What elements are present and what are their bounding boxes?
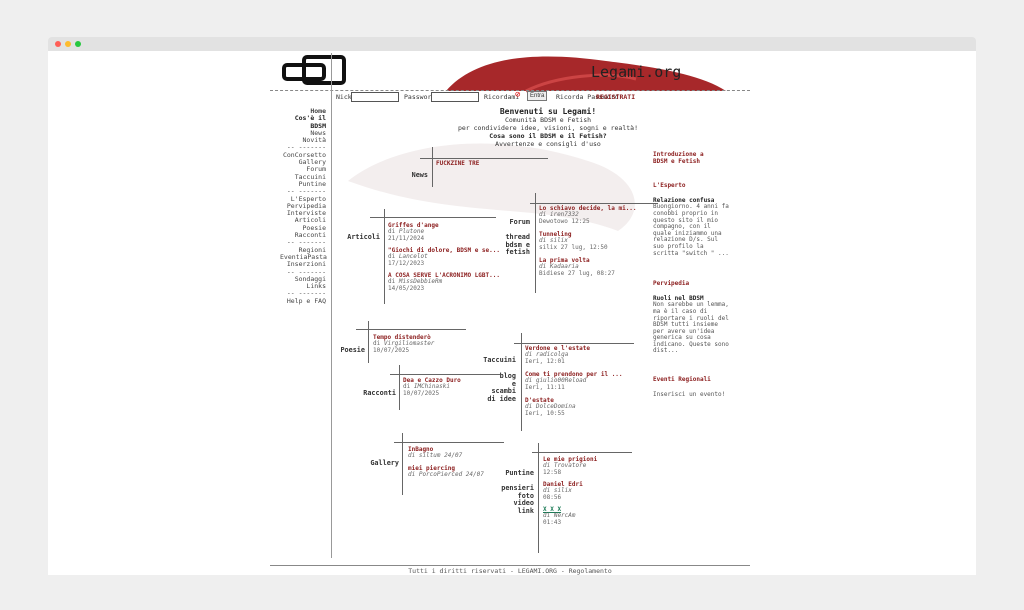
nav-pervipedia[interactable]: Pervipedia: [286, 201, 326, 210]
nav-esperto[interactable]: L'Esperto: [290, 194, 326, 203]
nav-eventiapasta[interactable]: EventiaPasta: [280, 252, 327, 261]
forum-label: Forum: [509, 218, 530, 226]
nav-links[interactable]: Links: [306, 282, 326, 291]
nav-help[interactable]: Help e FAQ: [286, 296, 326, 305]
header-rule: [270, 90, 750, 91]
events-heading[interactable]: Eventi Regionali: [653, 376, 711, 384]
welcome-title: Benvenuti su Legami!: [499, 107, 597, 116]
nav-bdsm[interactable]: Cos'è il BDSM: [294, 114, 326, 130]
nav-forum[interactable]: Forum: [306, 165, 326, 174]
poesie-label: Poesie: [340, 346, 365, 354]
remember-password-link[interactable]: Ricorda Password: [556, 93, 619, 101]
nav-separator: -- -------: [286, 143, 326, 152]
warning-link[interactable]: Avvertenze e consigli d'uso: [495, 140, 601, 148]
intro-link[interactable]: Introduzione a BDSM e Fetish: [653, 151, 704, 165]
news-label: News: [411, 171, 428, 179]
nav-sondaggi[interactable]: Sondaggi: [294, 274, 326, 283]
column-divider: [331, 53, 332, 558]
nick-input[interactable]: [351, 92, 399, 102]
news-item[interactable]: FUCKZINE TRE: [436, 160, 480, 167]
article-item[interactable]: "Giochi di dolore, BDSM e se... di Lance…: [388, 247, 500, 267]
nav-separator: -- -------: [286, 238, 326, 247]
nav-puntine[interactable]: Puntine: [298, 179, 326, 188]
password-input[interactable]: [431, 92, 479, 102]
taccuino-item[interactable]: Come ti prendono per il ...di giulio00Re…: [525, 371, 623, 391]
puntine-label: Puntine: [505, 469, 534, 477]
nav-interviste[interactable]: Interviste: [286, 209, 326, 218]
pervipedia-text: Non sarebbe un lemma, ma è il caso di ri…: [653, 301, 729, 355]
articoli-label: Articoli: [347, 233, 380, 241]
nav-novita[interactable]: Novità: [302, 136, 326, 145]
pervipedia-heading[interactable]: Pervipedia: [653, 280, 690, 288]
nav-concorsetto[interactable]: ConCorsetto: [282, 150, 326, 159]
racconto-item[interactable]: Dea e Cazzo Duro di IMChinaski 10/07/202…: [403, 377, 461, 397]
close-dot[interactable]: [55, 41, 61, 47]
nav-separator: -- -------: [286, 187, 326, 196]
nav-news[interactable]: News: [310, 128, 326, 137]
bdsm-question-link[interactable]: Cosa sono il BDSM e il Fetish?: [489, 132, 607, 140]
enter-button[interactable]: Entra: [527, 91, 548, 101]
footer-text: Tutti i diritti riservati - LEGAMI.ORG -…: [408, 567, 612, 575]
header-graphic: [282, 55, 726, 93]
article-item[interactable]: Griffes d'ange di Plutone 21/11/2024: [388, 222, 439, 242]
poesia-item[interactable]: Tempo distenderò di Virgiliomaster 10/07…: [373, 334, 435, 354]
pervipedia-title[interactable]: Ruoli nel BDSM: [653, 294, 704, 302]
password-label: Password:: [404, 93, 440, 101]
remember-label: Ricordami: [484, 93, 520, 101]
taccuini-label: Taccuini: [483, 356, 516, 364]
welcome-line1: Comunità BDSM e Fetish: [504, 116, 592, 124]
nav-taccuini[interactable]: Taccuini: [294, 172, 326, 181]
expert-title[interactable]: Relazione confusa: [653, 196, 715, 204]
puntine-sub: pensieri foto video link: [501, 484, 534, 515]
taccuini-sub: blog e scambi di idee: [487, 372, 516, 403]
nav-articoli[interactable]: Articoli: [294, 216, 326, 225]
article-item[interactable]: A COSA SERVE L'ACRONIMO LGBT... di MissD…: [388, 272, 500, 292]
register-link[interactable]: REGISTRATI: [596, 93, 636, 101]
racconti-label: Racconti: [363, 389, 396, 397]
forum-sub: thread bdsm e fetish: [505, 233, 530, 256]
minimize-dot[interactable]: [65, 41, 71, 47]
nav-separator: -- -------: [286, 289, 326, 298]
remember-toggle-icon[interactable]: ⊘: [515, 90, 521, 100]
nav-regioni[interactable]: Regioni: [298, 245, 326, 254]
nav-poesie[interactable]: Poesie: [302, 223, 326, 232]
nav-gallery[interactable]: Gallery: [298, 158, 326, 167]
welcome-line2: per condividere idee, visioni, sogni e r…: [457, 124, 638, 132]
nav-racconti[interactable]: Racconti: [294, 231, 326, 240]
expert-heading[interactable]: L'Esperto: [653, 182, 686, 190]
nick-label: Nick:: [336, 93, 356, 101]
nav-home[interactable]: Home: [310, 107, 326, 115]
expert-text: Buongiorno. 4 anni fa conobbi proprio in…: [653, 203, 729, 257]
background-watermark: [348, 143, 635, 231]
nav-separator: -- -------: [286, 267, 326, 276]
page: Legami.org Nick: Password: Ricordami ⊘ E…: [48, 51, 976, 575]
browser-chrome: [48, 37, 976, 51]
add-event-link[interactable]: Inserisci un evento!: [653, 390, 726, 398]
gallery-label: Gallery: [370, 459, 399, 467]
maximize-dot[interactable]: [75, 41, 81, 47]
nav-inserzioni[interactable]: Inserzioni: [286, 260, 326, 269]
site-logo[interactable]: Legami.org: [591, 63, 682, 81]
